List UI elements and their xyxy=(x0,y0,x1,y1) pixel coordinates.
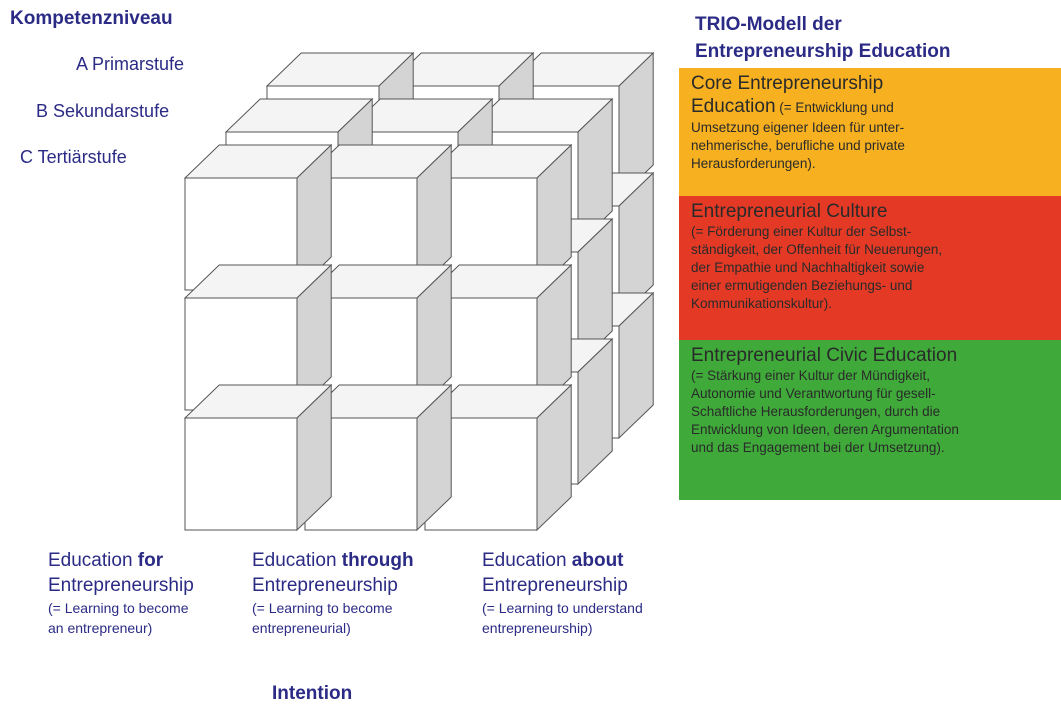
panel-entrepreneurial-civic-education: Entrepreneurial Civic Education (= Stärk… xyxy=(679,340,1061,500)
column-through-keyword: through xyxy=(341,550,414,571)
panel-core-body-2: nehmerische, berufliche und private xyxy=(691,138,905,153)
intention-label: Intention xyxy=(272,683,353,704)
column-through-prefix: Education xyxy=(252,550,342,571)
level-b-label: B Sekundarstufe xyxy=(36,101,170,121)
column-for-keyword: for xyxy=(137,550,164,571)
column-education-through: Education through Entrepreneurship (= Le… xyxy=(252,548,482,638)
panel-culture-body-2: ständigkeit, der Offenheit für Neuerunge… xyxy=(691,242,943,257)
column-for-title: Education for xyxy=(48,548,278,573)
column-for-sub1: (= Learning to become xyxy=(48,600,189,616)
panel-culture-title: Entrepreneurial Culture xyxy=(691,201,888,222)
panel-core-title-word: Education xyxy=(691,96,776,117)
column-about-keyword: about xyxy=(571,550,624,571)
panel-civic-body-5: und das Engagement bei der Umsetzung). xyxy=(691,440,945,455)
panel-entrepreneurial-culture: Entrepreneurial Culture (= Förderung ein… xyxy=(679,196,1061,340)
panel-civic-body-1: (= Stärkung einer Kultur der Mündigkeit, xyxy=(691,368,930,383)
panel-civic-body-2: Autonomie und Verantwortung für gesell- xyxy=(691,386,936,401)
cube-front-face-d0-r2-c0 xyxy=(184,417,298,531)
trio-title: TRIO-Modell der Entrepreneurship Educati… xyxy=(695,11,950,65)
column-about-sub2: entrepreneurship) xyxy=(482,620,593,636)
level-a-label: A Primarstufe xyxy=(76,54,185,74)
column-education-about: Education about Entrepreneurship (= Lear… xyxy=(482,548,712,638)
column-for-prefix: Education xyxy=(48,550,138,571)
panel-culture-body-4: einer ermutigenden Beziehungs- und xyxy=(691,278,913,293)
trio-title-line2: Entrepreneurship Education xyxy=(695,41,951,62)
column-through-title: Education through xyxy=(252,548,482,573)
panel-core-title: Core Entrepreneurship xyxy=(691,73,884,94)
column-through-sub2: entrepreneurial) xyxy=(252,620,351,636)
panel-core-title-line2: Education (= Entwicklung und xyxy=(691,95,1053,119)
panel-culture-body-5: Kommunikationskultur). xyxy=(691,296,833,311)
panel-core-body-3: Herausforderungen). xyxy=(691,156,816,171)
column-for-line2: Entrepreneurship xyxy=(48,575,194,596)
column-about-sub1: (= Learning to understand xyxy=(482,600,643,616)
panel-civic-body-3: Schaftliche Herausforderungen, durch die xyxy=(691,404,941,419)
panel-core-entrepreneurship: Core Entrepreneurship Education (= Entwi… xyxy=(679,68,1061,196)
panel-civic-body-4: Entwicklung von Ideen, deren Argumentati… xyxy=(691,422,959,437)
column-about-title: Education about xyxy=(482,548,712,573)
column-about-line2: Entrepreneurship xyxy=(482,575,628,596)
column-for-sub2: an entrepreneur) xyxy=(48,620,153,636)
column-through-line2: Entrepreneurship xyxy=(252,575,398,596)
panel-core-body-1: Umsetzung eigener Ideen für unter- xyxy=(691,120,905,135)
column-through-sub1: (= Learning to become xyxy=(252,600,393,616)
level-c-label: C Tertiärstufe xyxy=(20,147,127,167)
panel-culture-body-3: der Empathie und Nachhaltigkeit sowie xyxy=(691,260,925,275)
cube-diagram xyxy=(183,51,655,532)
trio-title-line1: TRIO-Modell der xyxy=(695,14,842,35)
panel-core-body-inline: (= Entwicklung und xyxy=(775,100,894,115)
kompetenz-title: Kompetenzniveau xyxy=(10,8,173,29)
panel-culture-body-1: (= Förderung einer Kultur der Selbst- xyxy=(691,224,912,239)
column-about-prefix: Education xyxy=(482,550,572,571)
column-education-for: Education for Entrepreneurship (= Learni… xyxy=(48,548,278,638)
panel-civic-title: Entrepreneurial Civic Education xyxy=(691,345,958,366)
